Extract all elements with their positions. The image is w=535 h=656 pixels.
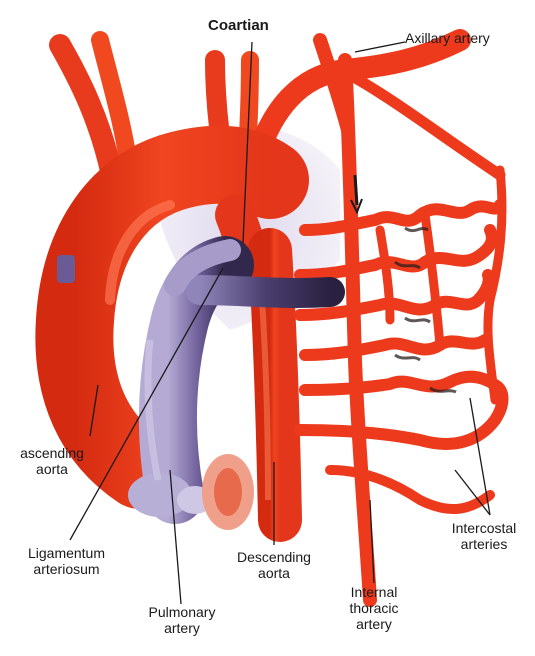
label-coartian: Coartian: [208, 18, 269, 34]
label-intercostal-line1: Intercostal: [438, 520, 530, 536]
label-ascending-line2: aorta: [12, 461, 92, 477]
label-ascending-aorta: ascending aorta: [12, 445, 92, 477]
label-coartian-text: Coartian: [208, 17, 269, 34]
label-internal-line1: Internal: [336, 584, 412, 600]
label-internal-thoracic-artery: Internal thoracic artery: [336, 584, 412, 632]
label-internal-line3: artery: [336, 616, 412, 632]
label-ligamentum-line2: arteriosum: [14, 561, 119, 577]
label-internal-line2: thoracic: [336, 600, 412, 616]
label-ligamentum-arteriosum: Ligamentum arteriosum: [14, 545, 119, 577]
label-axillary-artery: Axillary artery: [405, 30, 490, 46]
label-ascending-line1: ascending: [12, 445, 92, 461]
label-pulmonary-line2: artery: [132, 620, 232, 636]
label-pulmonary-line1: Pulmonary: [132, 604, 232, 620]
label-intercostal-arteries: Intercostal arteries: [438, 520, 530, 552]
label-intercostal-line2: arteries: [438, 536, 530, 552]
label-ligamentum-line1: Ligamentum: [14, 545, 119, 561]
label-descending-line2: aorta: [222, 565, 326, 581]
label-descending-aorta: Descending aorta: [222, 549, 326, 581]
internal-thoracic-vessel: [345, 60, 370, 600]
label-axillary-artery-text: Axillary artery: [405, 30, 490, 46]
label-pulmonary-artery: Pulmonary artery: [132, 604, 232, 636]
label-descending-line1: Descending: [222, 549, 326, 565]
